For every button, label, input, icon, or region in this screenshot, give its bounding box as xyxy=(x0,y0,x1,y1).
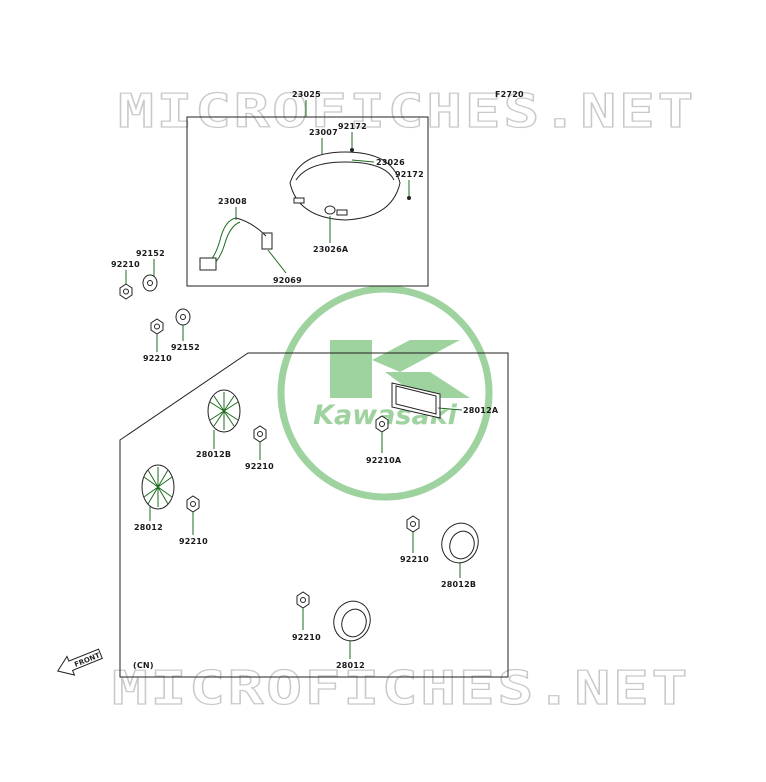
watermark-bottom: MICROFICHES.NET xyxy=(112,661,690,715)
region-label: (CN) xyxy=(133,661,154,670)
label-92210-f: 92210 xyxy=(292,633,321,642)
collar-92152-a xyxy=(142,274,158,292)
label-92210-b: 92210 xyxy=(143,354,172,363)
reflector-28012-bottom xyxy=(333,600,371,642)
reflector-28012-left xyxy=(141,464,175,510)
label-92152-b: 92152 xyxy=(171,343,200,352)
label-23026: 23026 xyxy=(376,158,405,167)
nut-92210-a xyxy=(119,283,133,300)
nut-92210-c xyxy=(253,425,267,443)
label-92210-a: 92210 xyxy=(111,260,140,269)
label-92152-a: 92152 xyxy=(136,249,165,258)
watermark-top: MICROFICHES.NET xyxy=(118,84,696,138)
nut-92210a xyxy=(375,415,389,433)
label-92210a-cap: 92210A xyxy=(366,456,402,465)
label-92069: 92069 xyxy=(273,276,302,285)
socket-wire-23008 xyxy=(199,217,273,271)
label-23008: 23008 xyxy=(218,197,247,206)
label-23026a: 23026A xyxy=(313,245,349,254)
reflector-28012b-right xyxy=(441,522,479,564)
assembly-box-reflectors xyxy=(119,352,509,678)
label-92210-e: 92210 xyxy=(400,555,429,564)
label-92210-c: 92210 xyxy=(245,462,274,471)
reflector-28012b-upper xyxy=(207,389,241,433)
label-92172-a: 92172 xyxy=(338,122,367,131)
label-23025: 23025 xyxy=(292,90,321,99)
nut-92210-d xyxy=(186,495,200,513)
figure-code: F2720 xyxy=(495,90,524,99)
nut-92210-f xyxy=(296,591,310,609)
label-28012a: 28012A xyxy=(463,406,499,415)
nut-92210-b xyxy=(150,318,164,335)
label-92172-b: 92172 xyxy=(395,170,424,179)
kawasaki-logo: Kawasaki xyxy=(277,285,493,501)
nut-92210-e xyxy=(406,515,420,533)
label-28012-left: 28012 xyxy=(134,523,163,532)
label-23007: 23007 xyxy=(309,128,338,137)
label-28012-bottom: 28012 xyxy=(336,661,365,670)
collar-92152-b xyxy=(175,308,191,326)
label-92210-d: 92210 xyxy=(179,537,208,546)
assembly-box-23025 xyxy=(186,116,429,287)
front-arrow-icon: FRONT xyxy=(56,648,103,676)
label-28012b-right: 28012B xyxy=(441,580,476,589)
tail-lamp-23007 xyxy=(289,148,411,221)
reflector-28012a xyxy=(391,382,441,419)
label-28012b-upper: 28012B xyxy=(196,450,231,459)
